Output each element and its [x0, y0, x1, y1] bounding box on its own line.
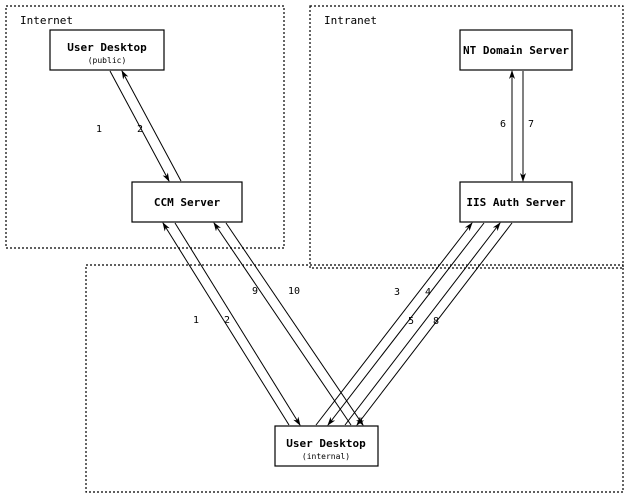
node-user-desktop-public-title: User Desktop [67, 41, 147, 54]
zone-intranet-border [309, 5, 624, 269]
flow-group-internal-ccm-910 [213, 222, 364, 426]
node-user-desktop-public-box[interactable] [49, 29, 165, 71]
zone-internet-label: Internet [20, 14, 73, 27]
flow-line-1-public [109, 70, 170, 182]
flow-line-3 [315, 222, 473, 426]
step-label-2-internal: 2 [224, 315, 230, 326]
flow-line-4 [327, 222, 485, 426]
step-label-9: 9 [252, 286, 258, 297]
flow-group-iis-nt [509, 70, 526, 182]
node-nt-domain-server[interactable]: NT Domain Server [459, 29, 573, 71]
step-labels: 1 2 1 2 3 4 5 6 7 8 9 10 [96, 119, 534, 327]
flow-line-9 [213, 222, 352, 426]
node-ccm-server[interactable]: CCM Server [131, 181, 243, 223]
node-user-desktop-internal[interactable]: User Desktop (internal) [274, 425, 379, 467]
node-iis-auth-server-title: IIS Auth Server [466, 196, 566, 209]
step-label-1-internal: 1 [193, 315, 199, 326]
node-user-desktop-public-subtitle: (public) [88, 56, 127, 65]
step-label-1-public: 1 [96, 124, 102, 135]
step-label-4: 4 [425, 287, 431, 298]
node-user-desktop-internal-title: User Desktop [286, 437, 366, 450]
zone-internet: Internet [5, 5, 285, 249]
step-label-3: 3 [394, 287, 400, 298]
flow-group-public-ccm [109, 70, 182, 182]
flow-group-internal-iis-34 [315, 222, 485, 426]
step-label-5: 5 [408, 316, 414, 327]
step-label-2-public: 2 [137, 124, 143, 135]
node-nt-domain-server-box[interactable] [459, 29, 573, 71]
step-label-8: 8 [433, 316, 439, 327]
flow-line-2-public [121, 70, 182, 182]
zone-internal-network [85, 264, 624, 493]
zone-intranet: Intranet [309, 5, 624, 269]
flow-group-internal-iis-58 [344, 222, 513, 426]
node-iis-auth-server[interactable]: IIS Auth Server [459, 181, 573, 223]
node-user-desktop-public[interactable]: User Desktop (public) [49, 29, 165, 71]
node-ccm-server-title: CCM Server [154, 196, 221, 209]
step-label-6: 6 [500, 119, 506, 130]
zone-intranet-label: Intranet [324, 14, 377, 27]
node-iis-auth-server-box[interactable] [459, 181, 573, 223]
zone-internal-border [85, 264, 624, 493]
node-nt-domain-server-title: NT Domain Server [463, 44, 569, 57]
node-ccm-server-box[interactable] [131, 181, 243, 223]
flow-line-8 [356, 222, 513, 426]
node-user-desktop-internal-subtitle: (internal) [302, 452, 350, 461]
step-label-7: 7 [528, 119, 534, 130]
node-user-desktop-internal-box[interactable] [274, 425, 379, 467]
flow-group-internal-ccm-12 [162, 222, 301, 426]
flow-line-5 [344, 222, 501, 426]
step-label-10: 10 [288, 286, 300, 297]
flow-line-10 [225, 222, 364, 426]
flow-line-2-internal [174, 222, 301, 426]
flow-line-1-internal [162, 222, 290, 426]
